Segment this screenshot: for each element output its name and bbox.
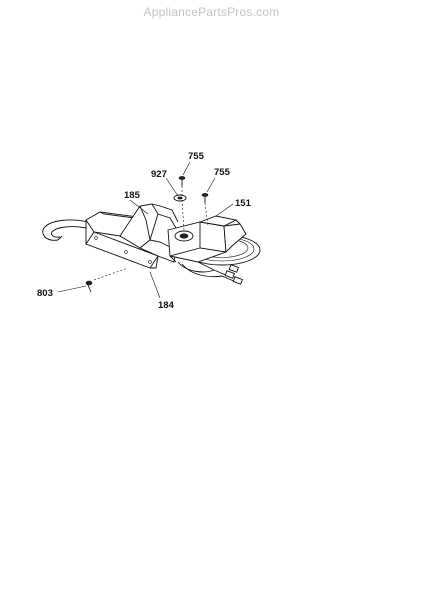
site-watermark: AppliancePartsPros.com — [143, 5, 280, 19]
callout-151: 151 — [235, 198, 252, 209]
alignment-line — [181, 199, 185, 231]
callout-927: 927 — [151, 169, 167, 180]
callout-755-right: 755 — [214, 167, 231, 178]
alignment-line — [93, 267, 129, 281]
motor-assembly — [167, 215, 261, 285]
washer-927 — [173, 194, 187, 202]
mounting-bracket — [85, 203, 179, 269]
callout-803: 803 — [37, 288, 53, 299]
screw-755-a — [178, 176, 186, 186]
callout-755-top: 755 — [188, 151, 205, 162]
screw-803 — [85, 280, 93, 293]
hook — [42, 219, 89, 241]
callout-184: 184 — [158, 300, 175, 311]
callout-185: 185 — [124, 190, 141, 201]
screw-755-b — [201, 193, 209, 203]
leader-lines — [57, 161, 234, 299]
